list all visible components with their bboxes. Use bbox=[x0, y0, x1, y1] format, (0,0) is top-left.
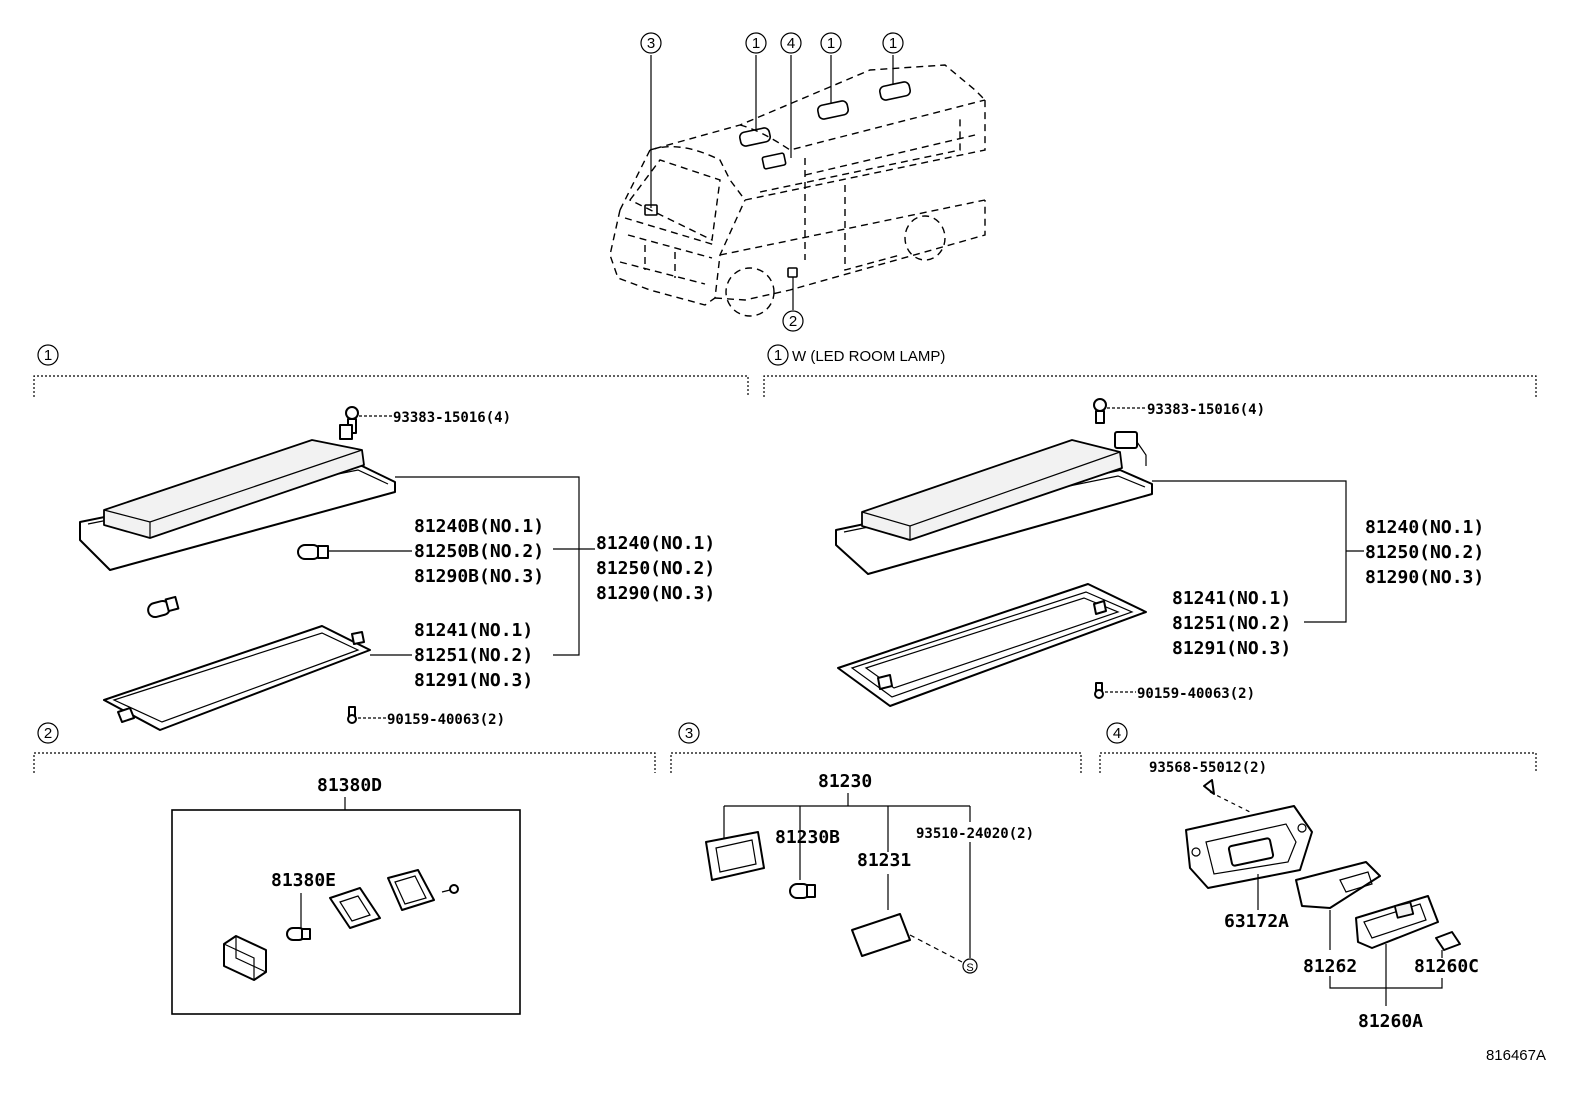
s3-assy-label: 81230 bbox=[818, 771, 872, 792]
svg-text:1: 1 bbox=[827, 35, 835, 52]
screw-icon bbox=[347, 706, 357, 724]
svg-text:2: 2 bbox=[44, 725, 52, 742]
s3-screw-label: 93510-24020(2) bbox=[916, 826, 1034, 842]
callout-1a: 1 bbox=[745, 32, 767, 54]
led-lamp-housing bbox=[835, 439, 1153, 575]
s4-screw-label: 93568-55012(2) bbox=[1149, 760, 1267, 776]
svg-text:2: 2 bbox=[789, 313, 797, 330]
s3-socket-label: 81230B bbox=[775, 827, 840, 848]
screw-icon bbox=[1094, 682, 1104, 699]
gasket-icon bbox=[329, 887, 381, 929]
s1-screw-bottom-label: 90159-40063(2) bbox=[387, 712, 505, 728]
svg-text:3: 3 bbox=[685, 725, 693, 742]
s1w-lens-label: 81291(NO.3) bbox=[1172, 638, 1291, 659]
lens-icon bbox=[387, 869, 435, 911]
led-lamp-lens bbox=[837, 583, 1147, 707]
section-1w-parts: 93383-15016(4) 90159-40063(2) 812 bbox=[835, 398, 1484, 707]
s1-lens-label: 81291(NO.3) bbox=[414, 670, 533, 691]
s1w-assy-label: 81240(NO.1) bbox=[1365, 517, 1484, 538]
figure-code: 816467A bbox=[1486, 1047, 1546, 1064]
bulb-icon bbox=[286, 927, 311, 941]
section-4-header: 4 bbox=[1099, 722, 1537, 773]
lamp-base bbox=[1185, 805, 1313, 889]
s1w-lens-label: 81251(NO.2) bbox=[1172, 613, 1291, 634]
s1-sub-label: 81250B(NO.2) bbox=[414, 541, 544, 562]
svg-text:1: 1 bbox=[774, 347, 782, 364]
callout-3: 3 bbox=[640, 32, 662, 54]
section-3-header: 3 bbox=[670, 722, 1082, 773]
svg-text:1: 1 bbox=[44, 347, 52, 364]
s1-assy-label: 81290(NO.3) bbox=[596, 583, 715, 604]
s1-lens-label: 81241(NO.1) bbox=[414, 620, 533, 641]
section-2-header: 2 bbox=[33, 722, 656, 773]
section-1w-title: W (LED ROOM LAMP) bbox=[792, 348, 945, 365]
callout-2: 2 bbox=[782, 310, 804, 332]
s3-lens-label: 81231 bbox=[857, 850, 911, 871]
bulb-icon bbox=[297, 544, 329, 560]
svg-text:1: 1 bbox=[752, 35, 760, 52]
s1w-assy-label: 81250(NO.2) bbox=[1365, 542, 1484, 563]
led-unit bbox=[1355, 895, 1439, 949]
s4-sub-label: 81260C bbox=[1414, 956, 1479, 977]
s1-screw-top-label: 93383-15016(4) bbox=[393, 410, 511, 426]
svg-text:4: 4 bbox=[1113, 725, 1121, 742]
s1-sub-label: 81290B(NO.3) bbox=[414, 566, 544, 587]
s1-assy-label: 81250(NO.2) bbox=[596, 558, 715, 579]
lamp-lens bbox=[103, 625, 371, 731]
connector-icon bbox=[1435, 931, 1461, 951]
connector-icon bbox=[1114, 431, 1147, 466]
lamp-housing bbox=[79, 424, 396, 571]
socket-icon bbox=[223, 935, 267, 981]
s2-bulb-label: 81380E bbox=[271, 870, 336, 891]
svg-text:1: 1 bbox=[889, 35, 897, 52]
bulb-icon bbox=[147, 595, 180, 619]
screw-icon bbox=[441, 884, 459, 894]
s1w-screw-top-label: 93383-15016(4) bbox=[1147, 402, 1265, 418]
section-1-header: 1 bbox=[33, 344, 749, 397]
section-1w-header: 1 W (LED ROOM LAMP) bbox=[763, 344, 1537, 397]
svg-text:S: S bbox=[966, 962, 973, 974]
s-mark-icon: S bbox=[962, 958, 978, 974]
s2-assy-label: 81380D bbox=[317, 775, 382, 796]
s1w-assy-label: 81290(NO.3) bbox=[1365, 567, 1484, 588]
section-1-parts: 93383-15016(4) bbox=[79, 406, 715, 731]
lens-icon bbox=[851, 913, 911, 957]
s1-assy-label: 81240(NO.1) bbox=[596, 533, 715, 554]
svg-text:3: 3 bbox=[647, 35, 655, 52]
s1w-screw-bottom-label: 90159-40063(2) bbox=[1137, 686, 1255, 702]
bulb-icon bbox=[789, 883, 816, 899]
lamp-lens bbox=[1295, 861, 1381, 909]
s4-assy-label: 81260A bbox=[1358, 1011, 1423, 1032]
s4-base-label: 63172A bbox=[1224, 911, 1289, 932]
s1w-lens-label: 81241(NO.1) bbox=[1172, 588, 1291, 609]
callout-1c: 1 bbox=[882, 32, 904, 54]
callout-1b: 1 bbox=[820, 32, 842, 54]
screw-icon bbox=[1093, 398, 1107, 424]
socket-icon bbox=[705, 831, 765, 881]
callout-4: 4 bbox=[780, 32, 802, 54]
vehicle-illustration bbox=[609, 64, 986, 317]
svg-text:4: 4 bbox=[787, 35, 795, 52]
section-4-parts: 93568-55012(2) 63172A bbox=[1149, 760, 1479, 1032]
section-3-parts: 81230 S 81230B 81231 93510-24020(2) bbox=[705, 771, 1034, 974]
s4-lens-label: 81262 bbox=[1303, 956, 1357, 977]
screw-icon bbox=[1203, 779, 1251, 813]
vehicle-callouts: 3 1 4 1 1 2 bbox=[640, 32, 904, 332]
section-2-parts: 81380D 81380E bbox=[171, 775, 521, 1015]
s1-lens-label: 81251(NO.2) bbox=[414, 645, 533, 666]
s1-sub-label: 81240B(NO.1) bbox=[414, 516, 544, 537]
